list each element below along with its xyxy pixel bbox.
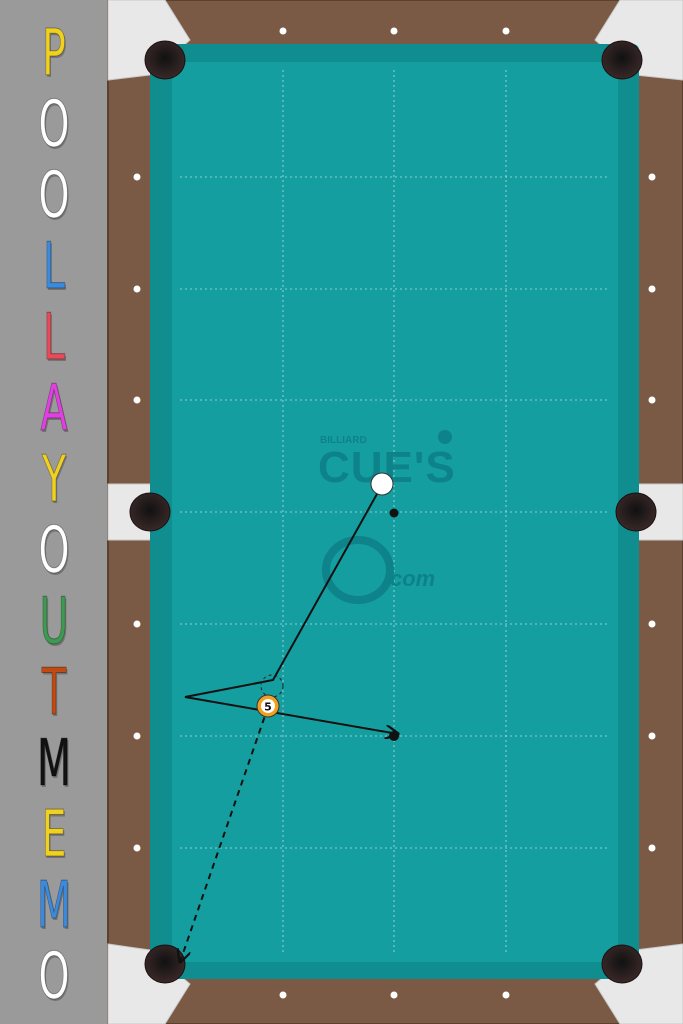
diamond-marker — [648, 285, 656, 293]
diamond-marker — [648, 620, 656, 628]
pocket — [144, 40, 186, 80]
cue-ball[interactable] — [370, 472, 394, 496]
diamond-marker — [648, 173, 656, 181]
title-letter: P — [42, 17, 67, 91]
title-letter: M — [36, 727, 72, 801]
diamond-marker — [390, 27, 398, 35]
diamond-marker — [390, 991, 398, 999]
title-letter: T — [41, 656, 67, 730]
logo-ball-icon — [438, 430, 452, 444]
diamond-marker — [648, 844, 656, 852]
logo-h-icon — [322, 536, 394, 604]
diamond-marker — [279, 27, 287, 35]
object-ball-path — [180, 706, 269, 962]
title-letter: L — [42, 301, 66, 375]
pocket — [615, 492, 657, 532]
diamond-marker — [502, 27, 510, 35]
diamond-markers — [133, 27, 656, 999]
pocket — [601, 944, 643, 984]
diamond-marker — [648, 396, 656, 404]
title-letter: M — [36, 869, 72, 943]
diamond-marker — [133, 844, 141, 852]
pool-table[interactable]: BILLIARD CUE'S com 5 — [106, 0, 683, 1024]
pockets — [129, 40, 657, 984]
diamond-marker — [279, 991, 287, 999]
logo-small-text: BILLIARD — [320, 435, 367, 446]
shot-paths — [180, 484, 398, 962]
title-letter: O — [38, 159, 70, 233]
diamond-marker — [133, 620, 141, 628]
diamond-marker — [133, 732, 141, 740]
spot-marker — [389, 508, 399, 518]
title-letter: A — [40, 372, 68, 446]
cue-ball-path — [184, 484, 398, 734]
title-letter: Y — [41, 443, 67, 517]
pocket — [144, 944, 186, 984]
diamond-marker — [502, 991, 510, 999]
five-ball-number: 5 — [264, 701, 272, 714]
spot-marker — [389, 731, 399, 741]
title-letter: O — [38, 88, 70, 162]
diamond-marker — [133, 173, 141, 181]
logo-secondary-text: com — [390, 566, 435, 591]
diamond-marker — [648, 732, 656, 740]
title-letter: O — [38, 940, 70, 1014]
diamond-marker — [133, 396, 141, 404]
title-letter: O — [38, 514, 70, 588]
five-ball[interactable]: 5 — [256, 694, 280, 718]
title-letter: U — [39, 585, 69, 659]
pocket — [601, 40, 643, 80]
title-letter: L — [42, 230, 66, 304]
pocket — [129, 492, 171, 532]
title-letter: E — [41, 798, 67, 872]
diamond-marker — [133, 285, 141, 293]
ghost-ball — [260, 674, 284, 698]
